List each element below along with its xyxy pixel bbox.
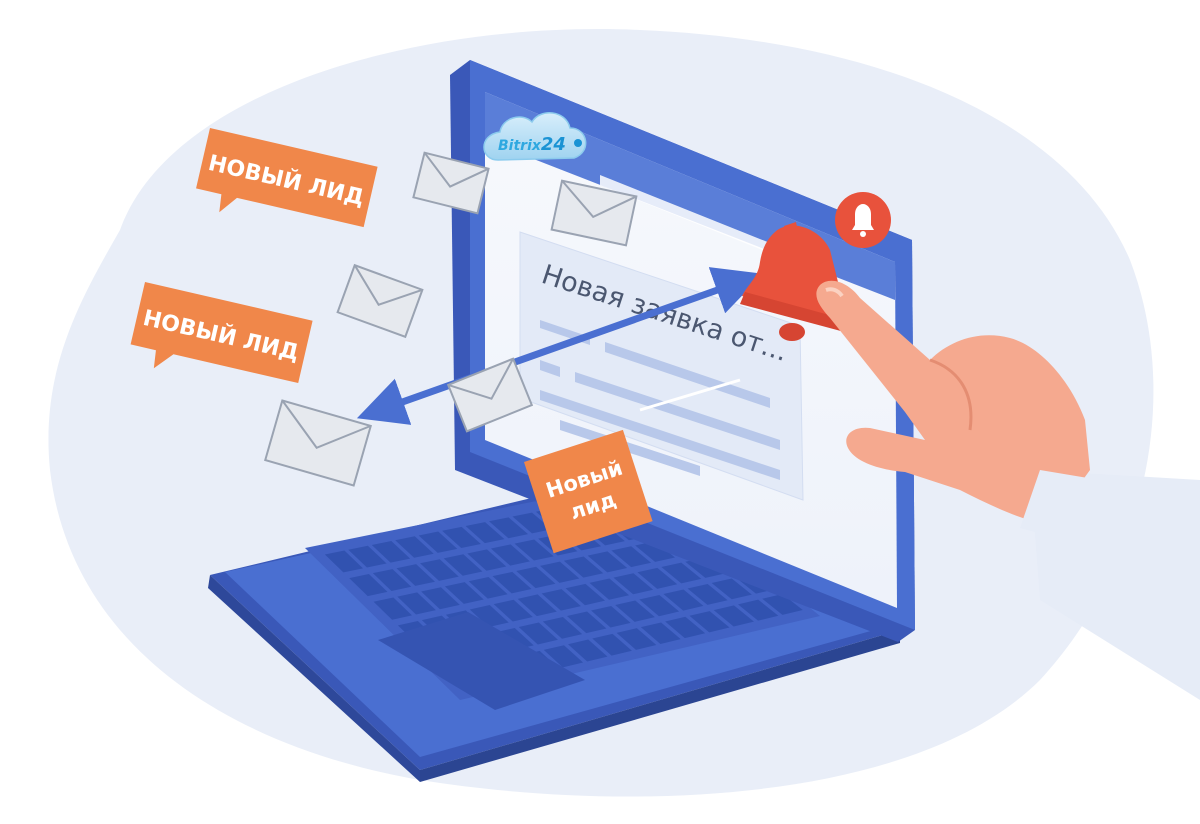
keyboard-key xyxy=(396,564,435,586)
keyboard-key xyxy=(762,593,803,615)
brand-number: 24 xyxy=(541,134,566,155)
keyboard-key xyxy=(689,611,730,633)
keyboard-key xyxy=(348,545,387,568)
keyboard-key xyxy=(540,561,580,583)
keyboard-key xyxy=(592,633,632,656)
arrow-icon xyxy=(356,267,764,425)
keyboard-key xyxy=(324,550,364,573)
pointing-hand-icon xyxy=(816,280,1160,560)
keyboard-key xyxy=(373,597,412,620)
keyboard-key xyxy=(469,605,509,628)
keyboard-key xyxy=(442,526,481,549)
keyboard-key xyxy=(640,622,681,644)
envelope-icon xyxy=(412,151,490,215)
lead-badge-3: Новый лид xyxy=(524,429,653,554)
brand-name: Bitrix24 xyxy=(498,134,566,155)
keyboard-key xyxy=(663,589,704,611)
keyboard-key xyxy=(615,600,655,622)
keyboard-key xyxy=(613,573,654,595)
keyboard-key xyxy=(421,587,460,610)
keyboard-key xyxy=(514,539,554,561)
keyboard-key xyxy=(371,541,411,563)
keyboard-key xyxy=(587,551,628,573)
keyboard-key xyxy=(591,605,631,628)
lead-badge-1: НОВЫЙ ЛИД xyxy=(196,128,378,228)
keyboard-key xyxy=(443,554,483,576)
keyboard-key xyxy=(661,562,702,584)
envelope-icon xyxy=(264,399,372,487)
keyboard-key xyxy=(468,577,508,599)
keyboard-key xyxy=(543,645,584,668)
keyboard-key xyxy=(711,578,752,600)
keyboard-key xyxy=(518,622,558,645)
keyboard-key xyxy=(489,517,529,539)
small-bell-icon xyxy=(852,204,874,230)
keyboard-key xyxy=(566,611,607,634)
brand-name-text: Bitrix xyxy=(498,138,542,154)
small-bell-badge xyxy=(835,192,891,248)
keyboard-key xyxy=(444,582,484,604)
keyboard-key xyxy=(490,544,530,566)
keyboard-key xyxy=(517,594,557,617)
keyboard-key xyxy=(395,536,434,558)
keyboard-key xyxy=(565,583,605,606)
keyboard-key xyxy=(492,571,532,594)
keyboard-key xyxy=(512,512,552,534)
keyboard-key xyxy=(665,616,706,639)
brand-logo: Bitrix24 xyxy=(483,112,587,161)
keyboard-key xyxy=(541,589,581,611)
keyboard-key xyxy=(713,605,754,627)
keyboard-key xyxy=(563,556,604,578)
keyboard-key xyxy=(465,522,505,544)
keyboard-key xyxy=(493,599,533,622)
keyboard-key xyxy=(616,628,657,650)
keyboard-key xyxy=(467,549,507,571)
keyboard-key xyxy=(639,594,680,617)
keyboard-key xyxy=(420,559,459,581)
cloud-logo-icon xyxy=(483,112,587,161)
keyboard-key xyxy=(637,567,678,589)
keyboard-key xyxy=(349,573,388,597)
keyboard-key xyxy=(397,592,436,615)
keyboard-key xyxy=(635,541,675,562)
lead-badge-2: НОВЫЙ ЛИД xyxy=(130,282,313,384)
keyboard-key xyxy=(611,546,652,568)
keyboard-key xyxy=(372,569,412,591)
keyboard-key xyxy=(516,566,556,589)
keyboard-key xyxy=(687,583,728,605)
envelope-icon xyxy=(550,179,638,247)
envelope-icon xyxy=(336,263,424,339)
keyboard-key xyxy=(542,616,583,639)
keyboard-key xyxy=(418,531,458,553)
envelope-icon xyxy=(446,357,534,433)
keyboard-key xyxy=(738,599,779,621)
keyboard-key xyxy=(568,639,608,662)
keyboard-key xyxy=(589,578,630,600)
